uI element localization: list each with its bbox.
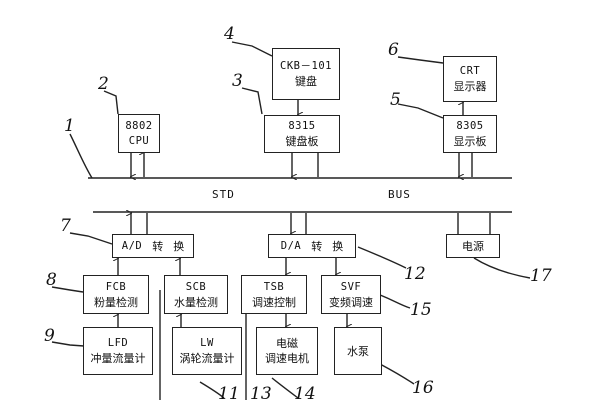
ad-char-2: 换 [173,239,185,253]
ref-number-11: 11 [218,384,240,404]
pump-label: 水泵 [347,344,369,358]
ad-label: A/D [121,239,143,252]
ref-number-14: 14 [294,384,316,404]
ref-number-16: 16 [412,378,434,398]
scb-box: SCB 水量检测 [164,275,228,314]
svf-box: SVF 变频调速 [321,275,381,314]
bus-label-bus: BUS [388,188,411,201]
ref-number-3: 3 [232,71,243,91]
da-converter-box: D/A 转 换 [268,234,356,258]
tsb-model: TSB [263,280,285,293]
crt-model: CRT [459,65,481,77]
cpu-model: 8802 [125,119,153,132]
ref-number-4: 4 [224,24,235,44]
scb-label: 水量检测 [174,295,218,309]
motor-label-2: 调速电机 [265,352,309,365]
ref-number-7: 7 [60,216,71,236]
motor-label-1: 电磁 [276,337,298,350]
lfd-model: LFD [107,337,129,349]
fcb-model: FCB [105,280,127,293]
pump-box: 水泵 [334,327,382,375]
lfd-label: 冲量流量计 [90,352,146,365]
keyboard-board-label: 键盘板 [285,135,319,148]
power-box: 电源 [446,234,500,258]
ad-converter-box: A/D 转 换 [112,234,194,258]
tsb-box: TSB 调速控制 [241,275,307,314]
ref-number-5: 5 [390,90,401,110]
ad-char-1: 转 [152,239,164,253]
power-label: 电源 [462,239,484,253]
bus-label-std: STD [212,188,235,201]
crt-label: 显示器 [453,80,487,93]
ref-number-13: 13 [250,384,272,404]
lw-box: LW 涡轮流量计 [172,327,242,375]
motor-box: 电磁 调速电机 [256,327,318,375]
keyboard-label: 键盘 [295,75,317,88]
fcb-box: FCB 粉量检测 [83,275,149,314]
ref-number-1: 1 [64,116,75,136]
da-char-1: 转 [311,239,323,253]
lw-label: 涡轮流量计 [179,352,235,365]
ref-number-17: 17 [530,266,552,286]
cpu-label: CPU [128,134,150,147]
display-board-model: 8305 [456,120,484,132]
ref-number-8: 8 [46,270,57,290]
ref-number-15: 15 [410,300,432,320]
keyboard-box: CKB－101 键盘 [272,48,340,100]
fcb-label: 粉量检测 [94,295,138,309]
svf-model: SVF [340,280,362,293]
ref-number-12: 12 [404,264,426,284]
keyboard-board-model: 8315 [288,120,316,132]
display-board-label: 显示板 [453,135,487,148]
ref-number-6: 6 [388,40,399,60]
ref-number-2: 2 [98,74,109,94]
display-board-box: 8305 显示板 [443,115,497,153]
ref-number-9: 9 [44,326,55,346]
crt-box: CRT 显示器 [443,56,497,102]
lfd-box: LFD 冲量流量计 [83,327,153,375]
da-char-2: 换 [332,239,344,253]
keyboard-board-box: 8315 键盘板 [264,115,340,153]
svf-label: 变频调速 [329,295,373,309]
cpu-box: 8802 CPU [118,114,160,153]
lw-model: LW [200,337,214,349]
scb-model: SCB [185,280,207,293]
tsb-label: 调速控制 [252,295,296,309]
da-label: D/A [280,239,302,252]
keyboard-model: CKB－101 [280,60,332,72]
